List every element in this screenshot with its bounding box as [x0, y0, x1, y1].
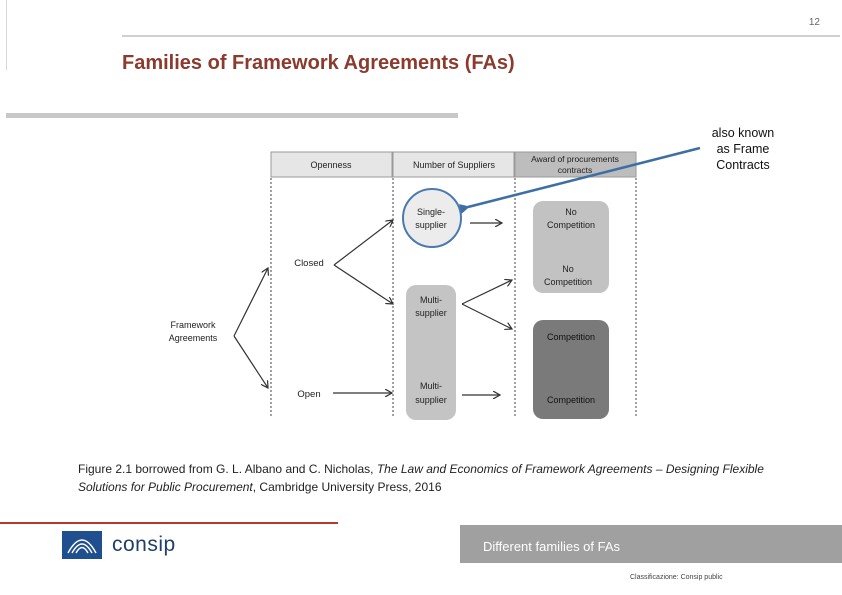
- footer-band: [460, 525, 842, 563]
- single-supplier-line1: Single-: [417, 207, 445, 217]
- arrow-closed-multi: [333, 264, 393, 304]
- root-label-line2: Agreements: [169, 333, 218, 343]
- classification-label: Classificazione: Consip public: [630, 574, 723, 581]
- root-label-line1: Framework: [170, 320, 216, 330]
- left-margin-line: [6, 0, 7, 70]
- header-openness-cell: [270, 151, 393, 178]
- figure-caption: Figure 2.1 borrowed from G. L. Albano an…: [78, 460, 798, 496]
- title-underline: [6, 113, 458, 118]
- award-single-line1: No: [565, 207, 577, 217]
- multi-closed-line1: Multi-: [420, 295, 442, 305]
- arrow-root-closed: [233, 268, 268, 337]
- multi-open-line1: Multi-: [420, 381, 442, 391]
- multi-closed-line2: supplier: [415, 308, 447, 318]
- multi-supplier-closed-box: [406, 285, 456, 420]
- multi-open-line2: supplier: [415, 395, 447, 405]
- consip-logo-text: consip: [112, 533, 176, 556]
- award-multi-no-line2: Competition: [544, 277, 592, 287]
- award-single-line2: Competition: [547, 220, 595, 230]
- single-supplier-circle: [402, 188, 462, 248]
- award-multi-comp: Competition: [547, 332, 595, 342]
- award-open-comp: Competition: [547, 395, 595, 405]
- header-award-line1: Award of procurements: [531, 154, 619, 164]
- header-openness: Openness: [310, 160, 352, 170]
- header-rule: [122, 35, 840, 37]
- caption-suffix: , Cambridge University Press, 2016: [252, 480, 442, 494]
- caption-prefix: Figure 2.1 borrowed from G. L. Albano an…: [78, 462, 377, 476]
- arrow-multi-no-competition: [461, 280, 512, 305]
- footer-rule: [0, 522, 338, 524]
- open-label: Open: [297, 389, 320, 400]
- arrow-multi-competition: [461, 303, 512, 329]
- callout-line: Contracts: [716, 158, 770, 172]
- callout-line: also known: [711, 126, 775, 140]
- closed-label: Closed: [294, 258, 324, 269]
- footer-section-title: Different families of FAs: [483, 539, 621, 554]
- award-competition-box: [533, 320, 609, 419]
- caption-book-title: The Law and Economics of Framework Agree…: [78, 462, 764, 494]
- arrow-root-open: [233, 335, 268, 388]
- award-multi-no-line1: No: [562, 264, 574, 274]
- arrow-closed-single: [333, 220, 393, 266]
- consip-logo-icon: [62, 531, 102, 559]
- callout-line: as Frame: [716, 142, 770, 156]
- callout-arrow: [459, 146, 701, 214]
- callout-note: also known as Frame Contracts: [698, 125, 788, 173]
- header-suppliers-cell: [392, 151, 515, 178]
- header-award-line2: contracts: [558, 165, 593, 175]
- slide-title: Families of Framework Agreements (FAs): [122, 52, 515, 74]
- single-supplier-line2: supplier: [415, 220, 447, 230]
- page-number: 12: [808, 17, 820, 28]
- header-suppliers: Number of Suppliers: [413, 160, 496, 170]
- award-no-competition-box: [533, 201, 609, 293]
